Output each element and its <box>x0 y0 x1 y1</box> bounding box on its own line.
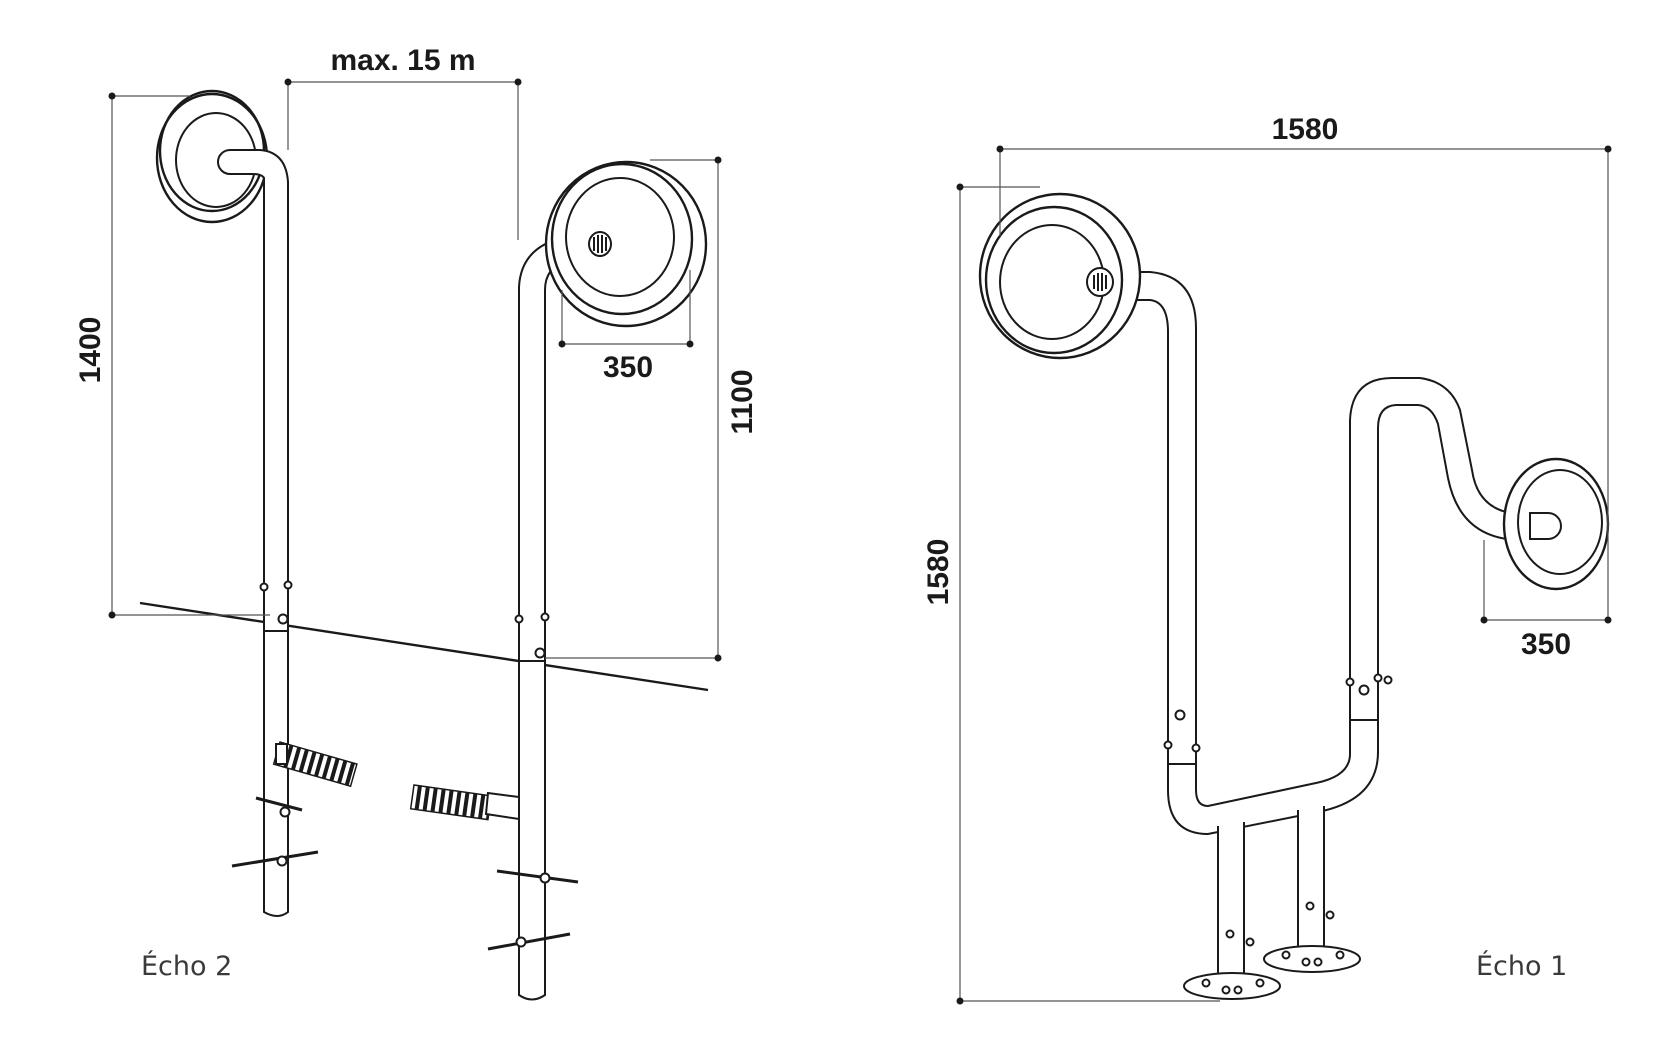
echo-2-caption: Écho 2 <box>141 950 232 982</box>
echo-2-right-conduit <box>409 784 520 821</box>
echo-1-drawing: 1580 1580 350 Écho 1 <box>922 113 1612 1005</box>
echo-1-dimension-lines <box>959 148 1609 1002</box>
dim-dish-label: 350 <box>603 351 653 384</box>
echo-1-dimension-dots <box>956 145 1612 1005</box>
echo-2-left-post <box>155 89 319 917</box>
echo-2-left-conduit <box>272 741 358 788</box>
dim-width-label: 1580 <box>1272 113 1339 146</box>
dim-small-dish-label: 350 <box>1521 628 1571 661</box>
echo-2-dimension-dots <box>108 78 722 662</box>
dim-spacing-label: max. 15 m <box>330 44 475 77</box>
ground-line <box>139 601 709 692</box>
echo-1-caption: Écho 1 <box>1476 950 1567 982</box>
echo-1-frame <box>978 192 1610 1000</box>
echo-2-right-post <box>487 160 708 1001</box>
echo-2-dimension-lines <box>111 81 719 659</box>
dim-tall-height-label: 1400 <box>74 317 107 384</box>
dim-height-label: 1580 <box>922 539 955 606</box>
dim-short-height-label: 1100 <box>726 369 759 434</box>
echo-2-drawing: max. 15 m 1400 1100 350 Écho 2 <box>74 44 759 1001</box>
